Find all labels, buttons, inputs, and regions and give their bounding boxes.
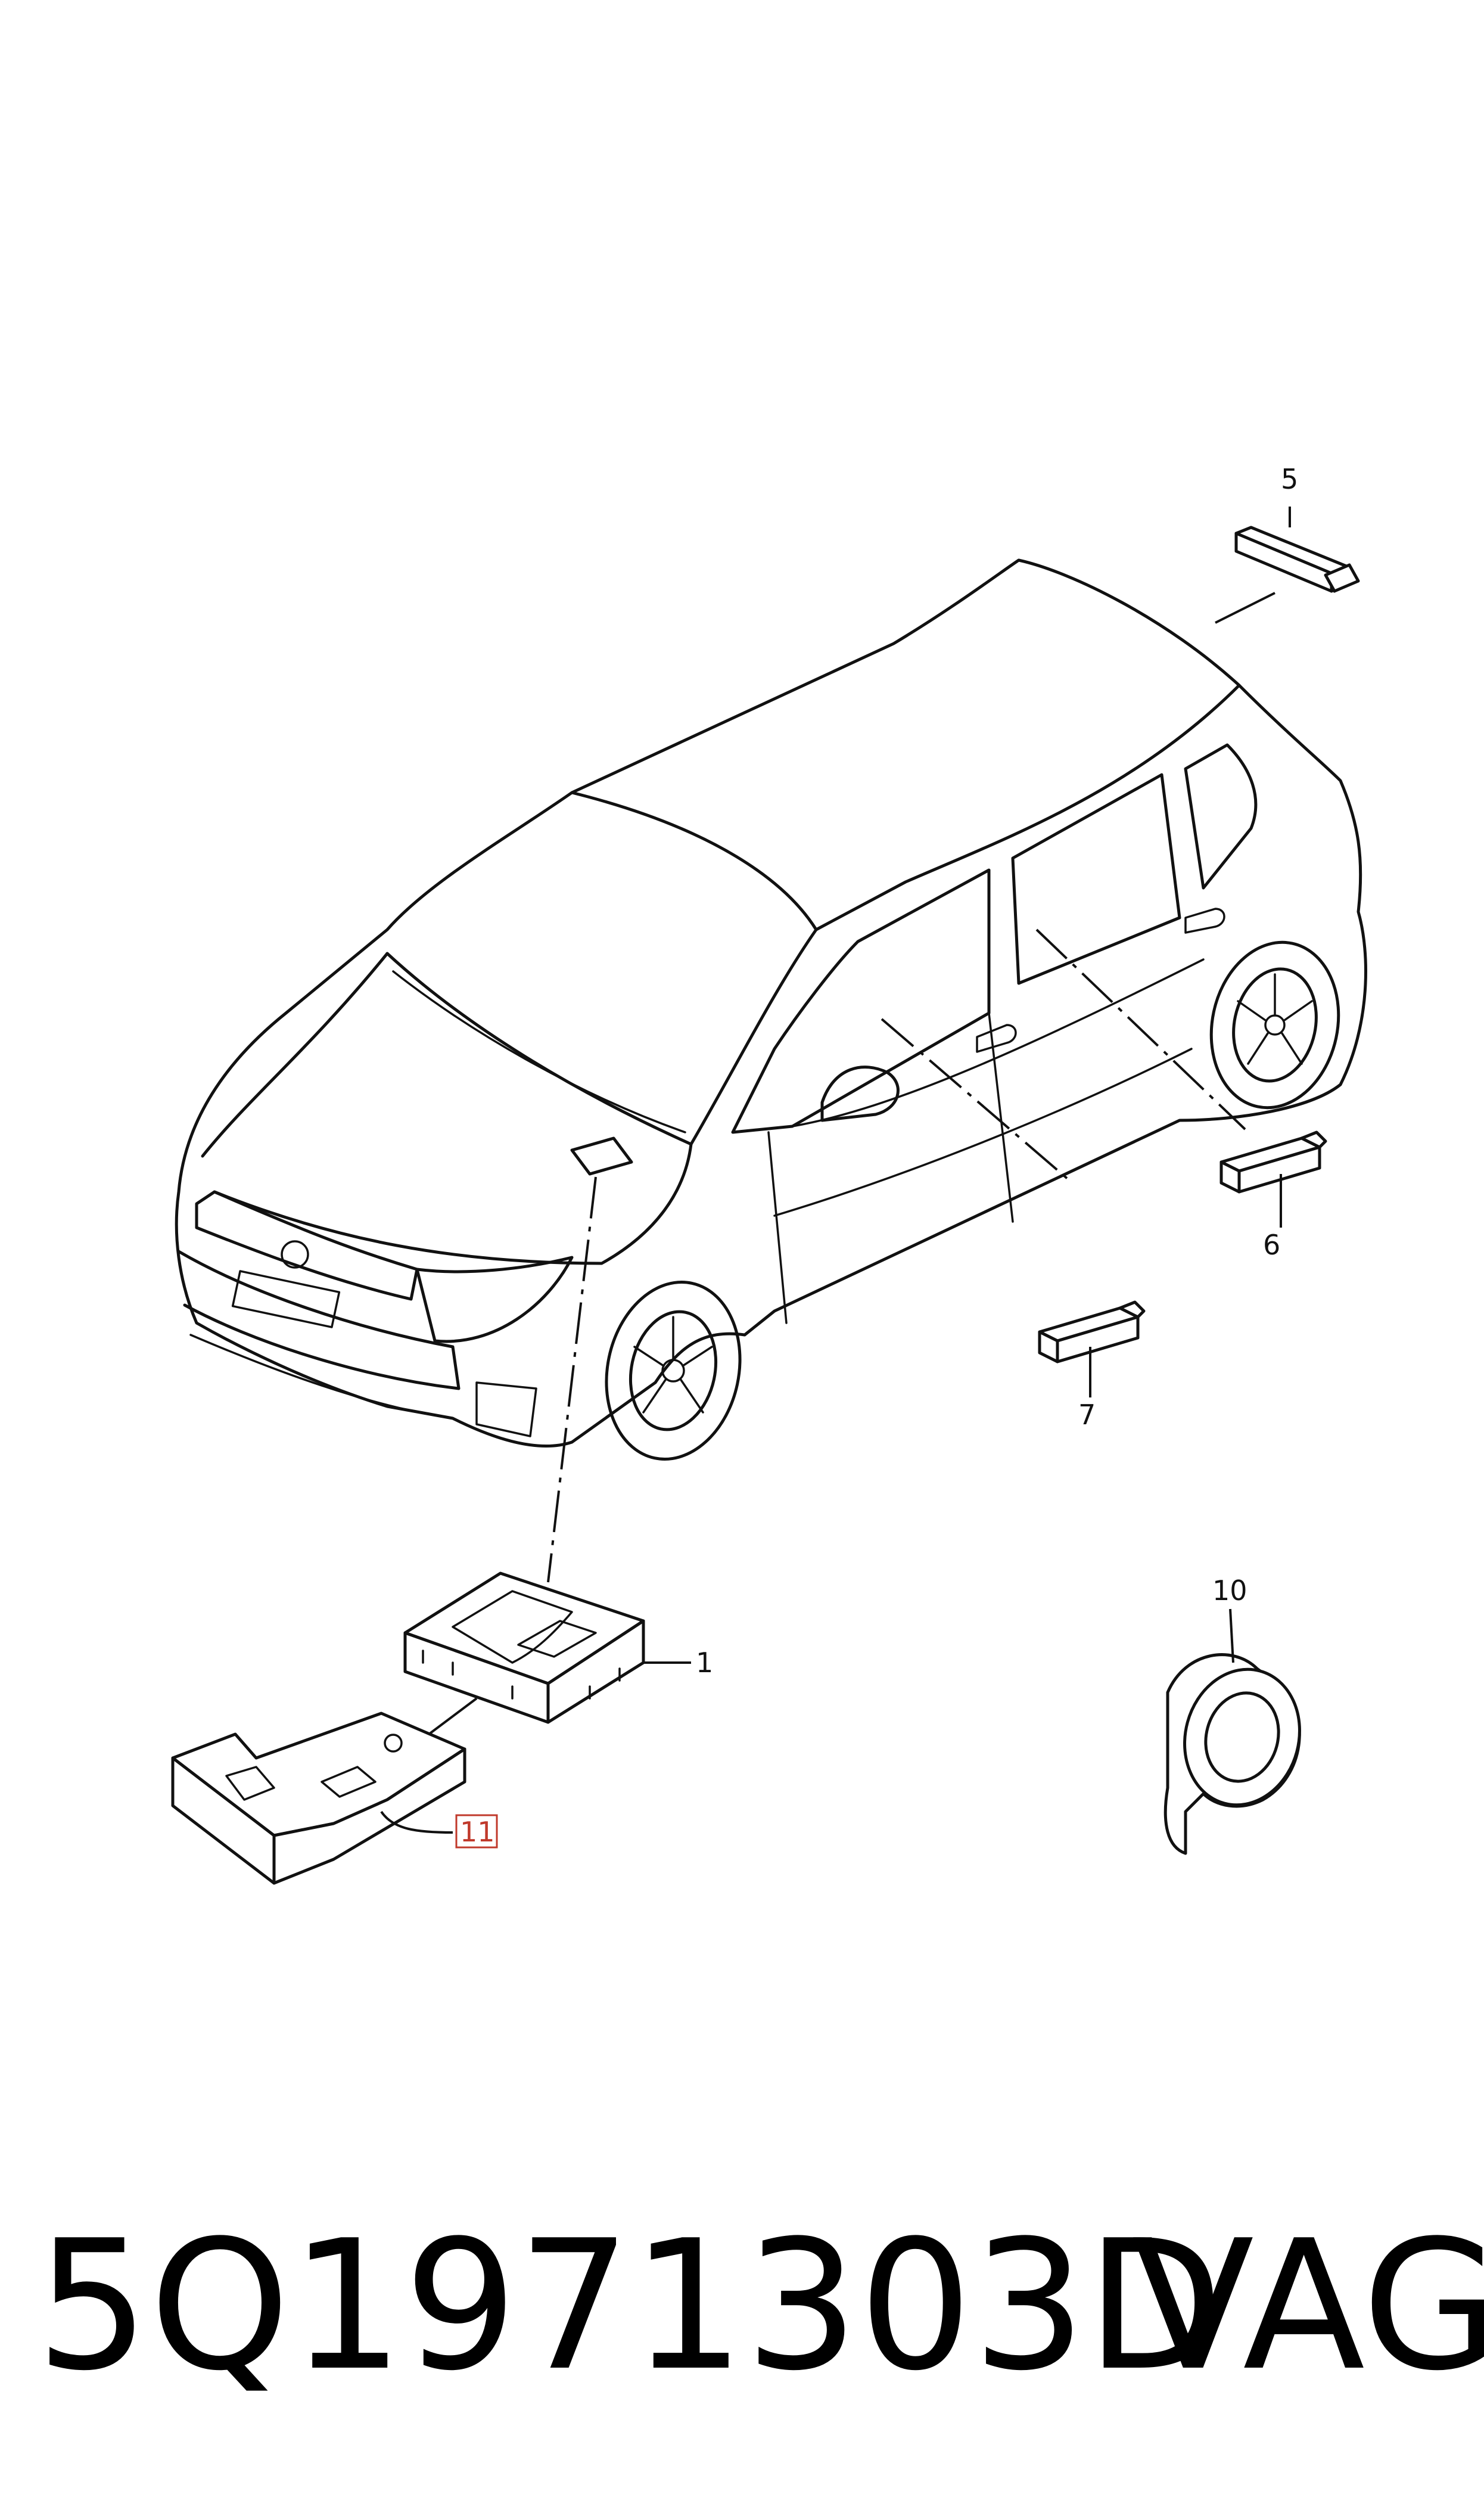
windshield-label-marker — [570, 1136, 633, 1176]
callout-5: 5 — [1281, 463, 1298, 495]
part-number: 5Q1971303D — [36, 2202, 1224, 2410]
part-1-control-unit — [403, 1571, 691, 1735]
callout-1: 1 — [696, 1647, 713, 1679]
rear-wheel — [1209, 940, 1340, 1110]
callout-11: 11 — [460, 1816, 495, 1848]
leader-label-to-control-unit — [547, 1176, 597, 1583]
part-11-bracket — [171, 1712, 466, 1885]
callout-10: 10 — [1212, 1574, 1247, 1607]
callout-6: 6 — [1263, 1229, 1280, 1261]
part-7-antenna — [1038, 1300, 1146, 1397]
front-wheel — [605, 1281, 742, 1461]
car-illustration — [175, 558, 1367, 1461]
part-10-tape-roll — [1163, 1608, 1301, 1855]
leader-door-rear-to-part6 — [1035, 928, 1246, 1130]
part-6-antenna — [1219, 1130, 1327, 1228]
leader-door-front-to-part7 — [881, 1018, 1074, 1184]
brand-name: VAG — [1132, 2202, 1484, 2410]
callout-11-box — [455, 1814, 498, 1849]
leader-roof-to-part5 — [1215, 592, 1275, 624]
part-5-antenna — [1234, 507, 1360, 593]
callout-7: 7 — [1078, 1399, 1096, 1431]
